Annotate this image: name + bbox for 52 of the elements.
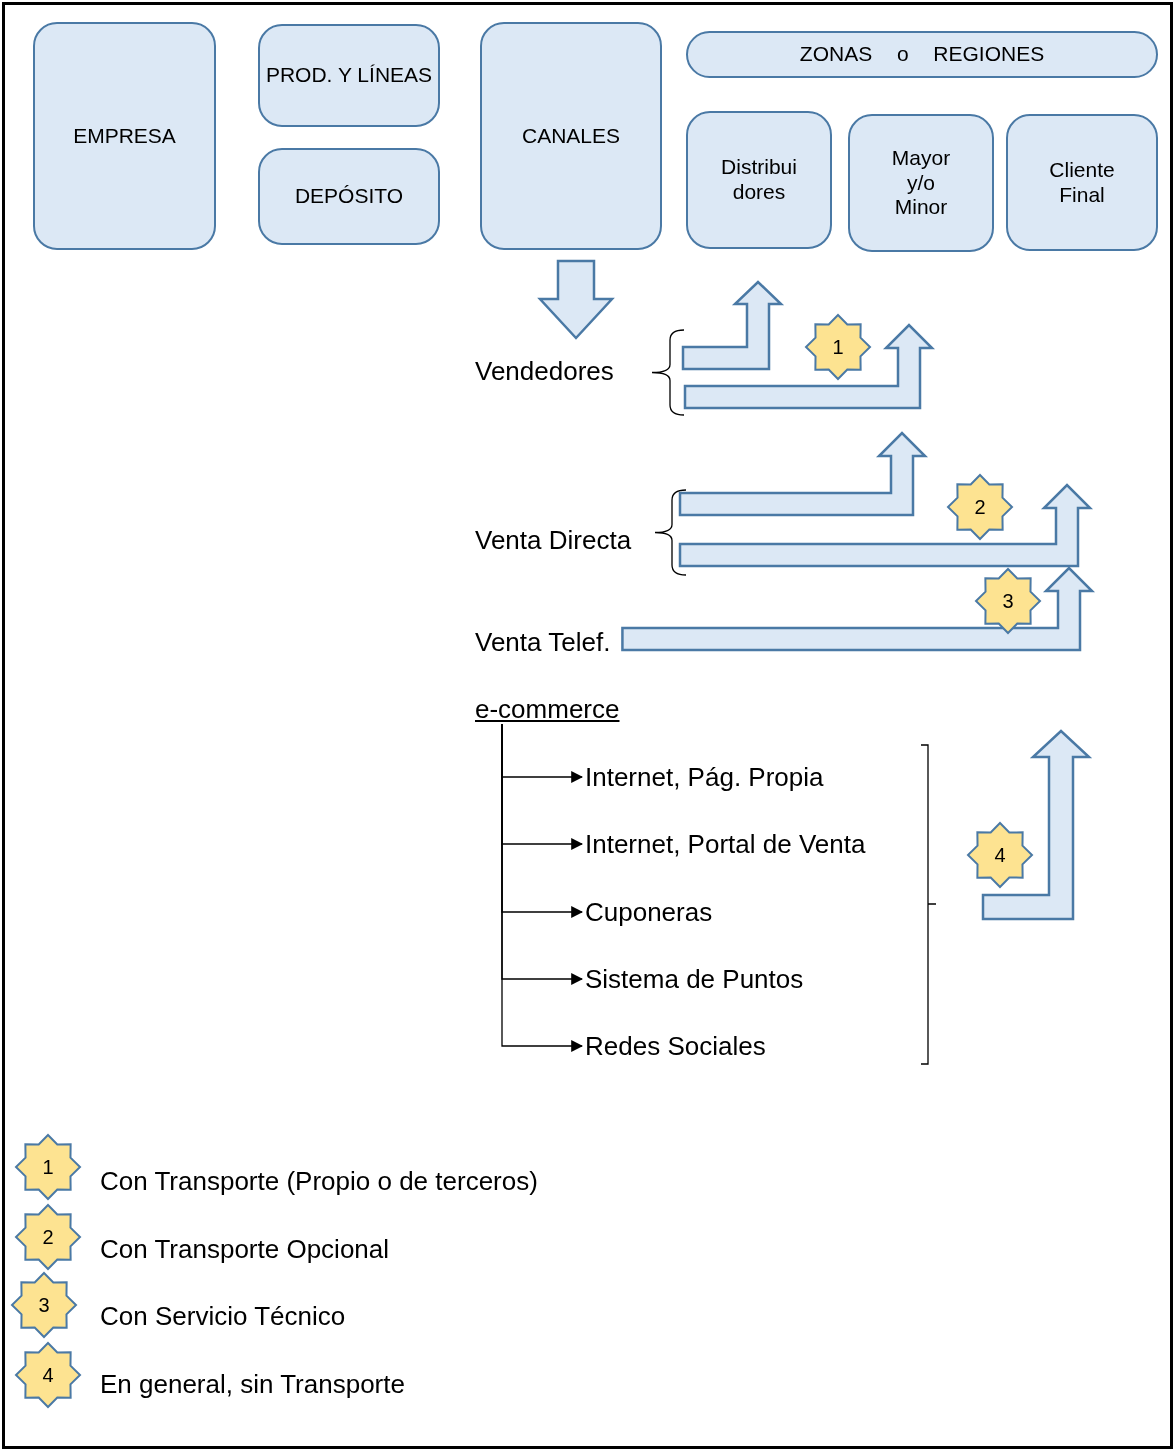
block-arrow	[681, 280, 785, 371]
block-arrow	[678, 431, 928, 517]
channel-label: Cuponeras	[585, 897, 713, 927]
badge-number: 1	[832, 335, 844, 359]
rounded-box	[686, 111, 832, 249]
badge-number: 4	[42, 1363, 54, 1387]
channel-label: Vendedores	[475, 356, 614, 386]
badge-number: 2	[974, 495, 986, 519]
block-arrow	[678, 483, 1093, 568]
star-badge	[14, 1203, 82, 1271]
badge-number: 3	[1002, 589, 1014, 613]
star-badge	[804, 313, 872, 381]
box-label: EMPRESA	[73, 123, 176, 149]
block-arrow	[537, 259, 615, 340]
box-label: Cliente Final	[1048, 157, 1116, 208]
channel-label: e-commerce	[475, 694, 620, 724]
rounded-box	[258, 24, 440, 127]
box-label: DEPÓSITO	[294, 184, 404, 209]
box-label: CANALES	[521, 124, 620, 149]
legend-text: Con Transporte Opcional	[100, 1234, 390, 1264]
box-label: Distribui dores	[720, 155, 798, 205]
block-arrow	[621, 566, 1095, 652]
badge-number: 1	[42, 1155, 54, 1179]
box-label: ZONAS o REGIONES	[799, 42, 1045, 67]
star-badge	[10, 1271, 78, 1339]
star-badge	[14, 1133, 82, 1201]
badge-number: 3	[38, 1293, 50, 1317]
star-badge	[946, 473, 1014, 541]
channel-label: Venta Directa	[475, 525, 632, 555]
channel-label: Venta Telef.	[475, 627, 611, 657]
star-badge	[966, 821, 1034, 889]
box-label: Mayor y/o Minor	[890, 145, 952, 221]
rounded-box	[33, 22, 216, 250]
rounded-box	[480, 22, 662, 250]
rounded-box	[1006, 114, 1158, 251]
legend-text: En general, sin Transporte	[100, 1369, 405, 1399]
block-arrow	[683, 323, 935, 410]
rounded-box	[258, 148, 440, 245]
star-badge	[974, 567, 1042, 635]
box-label: PROD. Y LÍNEAS	[265, 63, 433, 88]
badge-number: 4	[994, 843, 1006, 867]
channel-label: Internet, Pág. Propia	[585, 762, 824, 792]
legend-text: Con Transporte (Propio o de terceros)	[100, 1166, 538, 1196]
rounded-box	[686, 31, 1158, 78]
channel-label: Sistema de Puntos	[585, 964, 804, 994]
channel-label: Internet, Portal de Venta	[585, 829, 866, 859]
badge-number: 2	[42, 1225, 54, 1249]
legend-text: Con Servicio Técnico	[100, 1301, 346, 1331]
channel-label: Redes Sociales	[585, 1031, 766, 1061]
rounded-box	[848, 114, 994, 252]
star-badge	[14, 1341, 82, 1409]
arrow	[501, 723, 584, 1052]
